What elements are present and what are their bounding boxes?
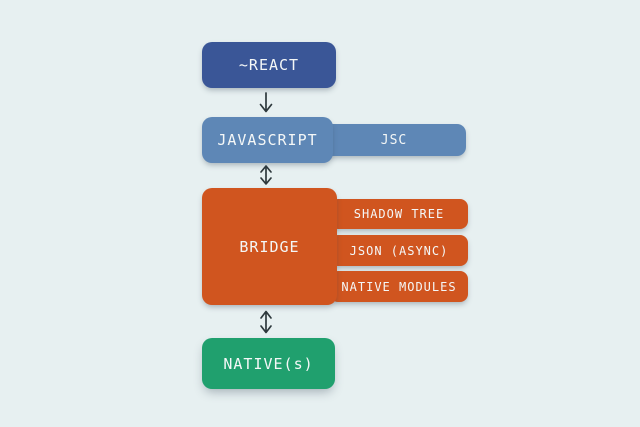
node-bridge: BRIDGE xyxy=(202,188,337,305)
node-json-async-label: JSON (ASYNC) xyxy=(349,243,449,258)
arrow-up-down-icon xyxy=(260,310,272,334)
node-shadow-tree: SHADOW TREE xyxy=(330,199,468,229)
node-bridge-label: BRIDGE xyxy=(239,237,300,256)
node-javascript: JAVASCRIPT xyxy=(202,117,333,163)
node-react-label: ~REACT xyxy=(238,56,300,74)
node-native: NATIVE(s) xyxy=(202,338,335,389)
node-react: ~REACT xyxy=(202,42,336,88)
arrow-up-down-icon xyxy=(260,165,272,185)
node-shadow-tree-label: SHADOW TREE xyxy=(353,207,445,221)
arrow-down-icon xyxy=(259,92,273,113)
node-javascript-label: JAVASCRIPT xyxy=(217,131,318,149)
node-native-label: NATIVE(s) xyxy=(223,354,314,373)
node-native-modules: NATIVE MODULES xyxy=(330,271,468,302)
node-jsc-label: JSC xyxy=(380,132,408,148)
node-native-modules-label: NATIVE MODULES xyxy=(341,279,457,294)
node-jsc: JSC xyxy=(322,124,466,156)
node-json-async: JSON (ASYNC) xyxy=(330,235,468,266)
